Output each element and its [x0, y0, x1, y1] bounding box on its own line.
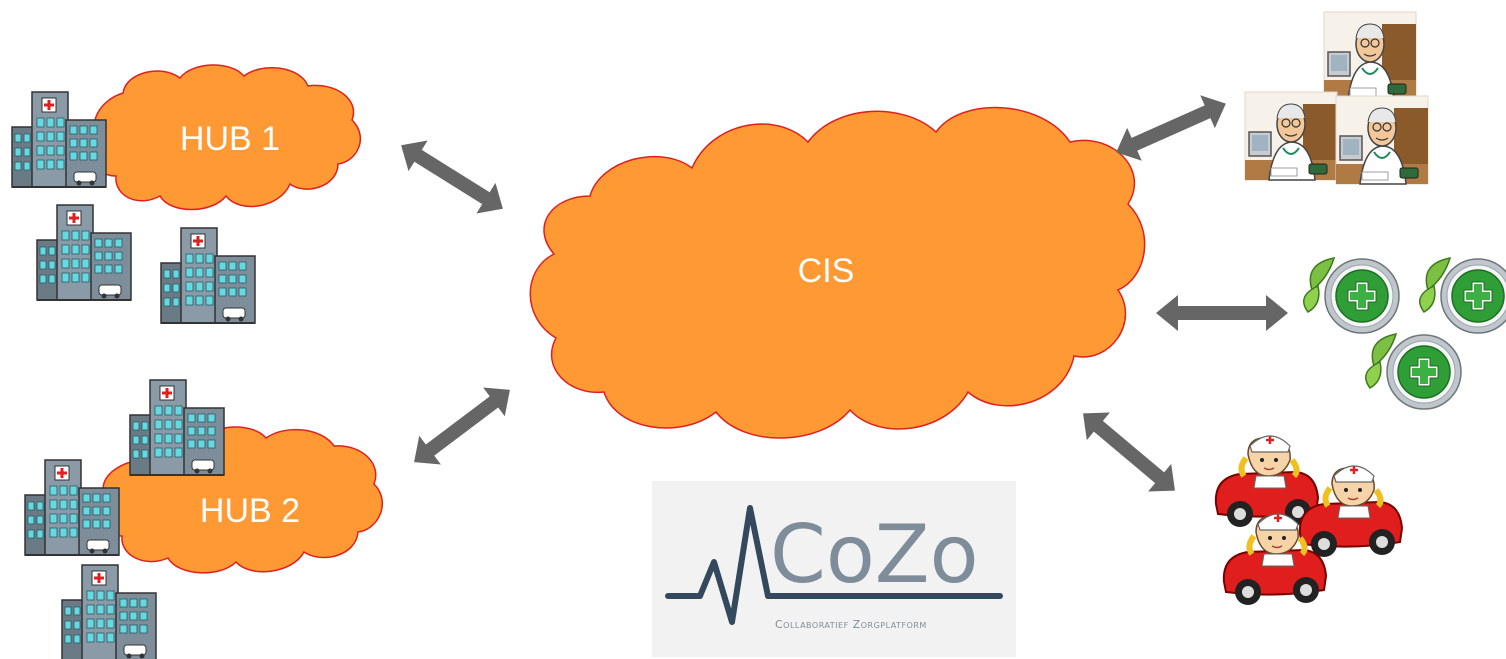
- hospital-icon: [128, 378, 226, 477]
- nurse-in-car-icon: [1216, 436, 1318, 527]
- doctor-at-desk-icon: [1323, 11, 1417, 101]
- hospital-icon: [159, 226, 257, 325]
- cis-pharmacies-arrow-icon: [1156, 295, 1288, 331]
- cozo-logo: CoZo Collaboratief Zorgplatform: [652, 481, 1016, 657]
- hospital-icon: [60, 563, 158, 659]
- green-cross-pharmacy-icon: [1419, 257, 1506, 334]
- hub-2-cis-arrow-icon: [403, 375, 521, 477]
- hospital-icon: [35, 203, 133, 302]
- hospital-icon: [23, 458, 121, 557]
- green-cross-pharmacy-icon: [1365, 333, 1462, 410]
- cloud-cis: CIS: [529, 106, 1146, 439]
- cis-doctors-arrow-icon: [1108, 87, 1234, 169]
- cis-label: CIS: [798, 252, 855, 290]
- cloud-hub-1: HUB 1: [90, 64, 362, 211]
- hub-1-label: HUB 1: [180, 120, 280, 158]
- hub-1-cis-arrow-icon: [391, 129, 513, 225]
- hospital-icon: [10, 90, 108, 189]
- cozo-logo-tagline: Collaboratief Zorgplatform: [775, 618, 927, 631]
- doctor-at-desk-icon: [1335, 95, 1429, 185]
- cis-nurses-arrow-icon: [1071, 399, 1187, 505]
- doctor-at-desk-icon: [1244, 91, 1338, 181]
- nurse-in-car-icon: [1300, 466, 1402, 557]
- cozo-logo-name: CoZo: [770, 508, 979, 601]
- green-cross-pharmacy-icon: [1303, 257, 1400, 334]
- hub-2-label: HUB 2: [200, 492, 300, 530]
